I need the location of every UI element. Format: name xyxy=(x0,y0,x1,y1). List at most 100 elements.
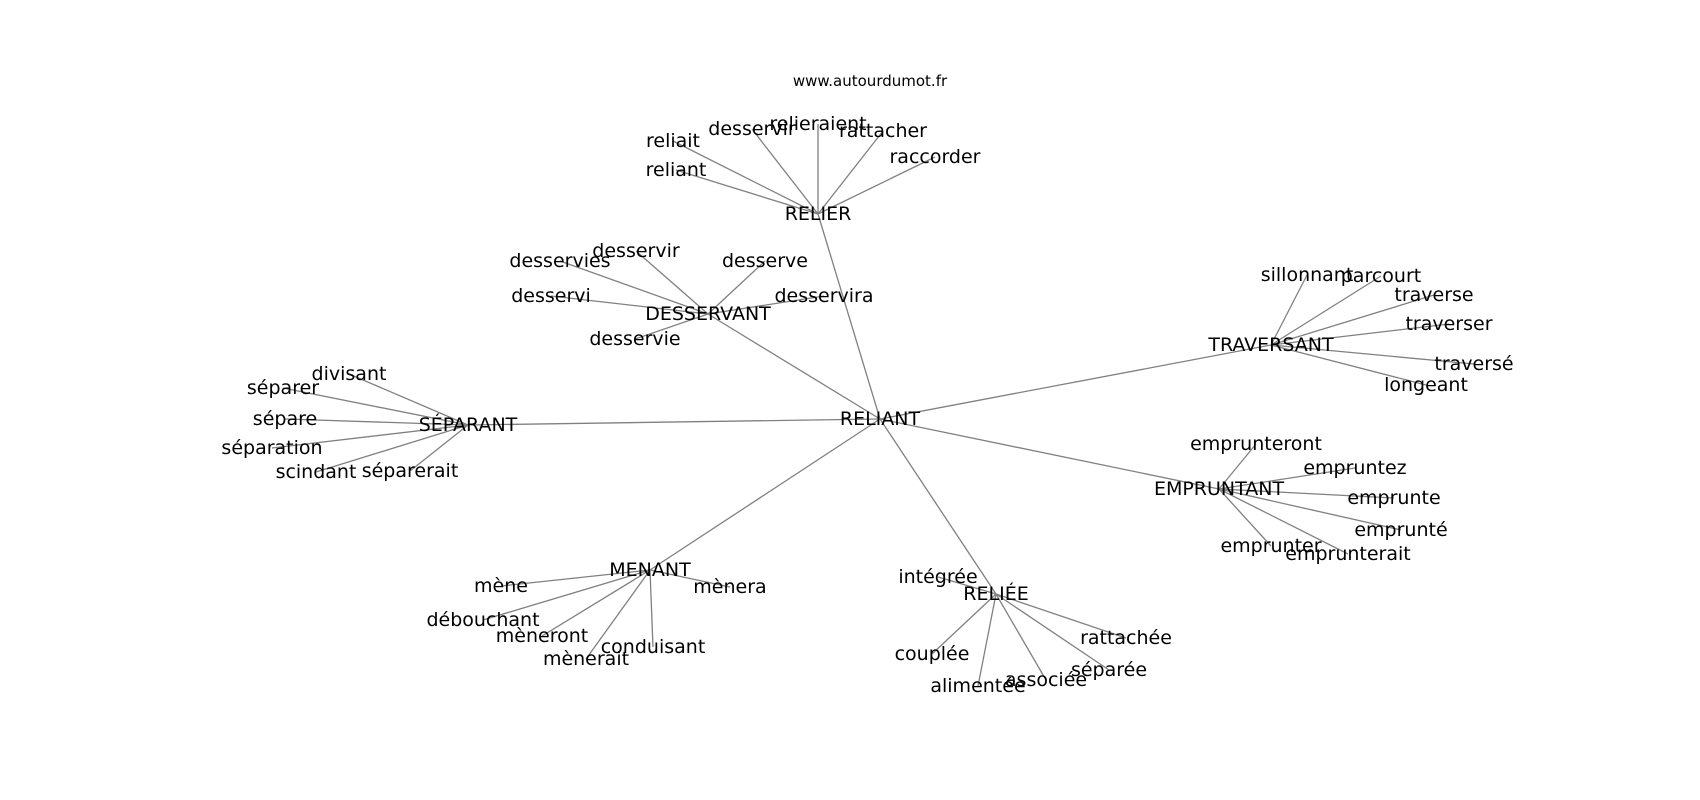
edge-hub-word xyxy=(1270,323,1450,346)
leaf-word-node[interactable]: conduisant xyxy=(601,636,706,658)
leaf-word-node[interactable]: desservie xyxy=(589,328,680,350)
leaf-word-node[interactable]: longeant xyxy=(1384,374,1468,396)
leaf-word-node[interactable]: séparation xyxy=(221,437,322,459)
leaf-word-node[interactable]: sillonnant xyxy=(1261,264,1354,286)
leaf-word-node[interactable]: emprunter xyxy=(1220,535,1321,557)
edges xyxy=(271,124,1475,687)
edge-hub-word xyxy=(1270,344,1475,365)
edge-center-hub xyxy=(879,344,1272,420)
hub-word-node[interactable]: RELIÉE xyxy=(963,582,1028,605)
hub-word-node[interactable]: EMPRUNTANT xyxy=(1154,478,1285,500)
edge-hub-word xyxy=(1218,488,1349,555)
edge-hub-word xyxy=(707,295,825,315)
edge-hub-word xyxy=(931,593,997,655)
leaf-word-node[interactable]: mène xyxy=(474,575,528,597)
edge-hub-word xyxy=(817,156,936,215)
edge-hub-word xyxy=(995,593,1127,639)
leaf-word-node[interactable]: parcourt xyxy=(1341,265,1421,287)
edge-hub-word xyxy=(482,569,651,621)
edge-hub-word xyxy=(672,140,819,215)
hub-word-node[interactable]: RELIER xyxy=(785,203,852,225)
edge-hub-word xyxy=(751,128,819,215)
edge-hub-word xyxy=(635,250,709,315)
leaf-word-node[interactable]: scindant xyxy=(276,461,357,483)
edge-hub-word xyxy=(1270,274,1308,346)
leaf-word-node[interactable]: desservir xyxy=(592,240,680,262)
leaf-word-node[interactable]: mènerait xyxy=(543,648,629,670)
edge-hub-word xyxy=(649,569,654,648)
edge-hub-word xyxy=(1218,443,1257,490)
leaf-word-node[interactable]: empruntez xyxy=(1303,457,1406,479)
center-word-node[interactable]: RELIANT xyxy=(840,408,921,430)
leaf-word-node[interactable]: reliant xyxy=(646,159,707,181)
leaf-word-node[interactable]: traverse xyxy=(1394,284,1473,306)
leaf-word-node[interactable]: desservi xyxy=(511,285,591,307)
leaf-word-node[interactable]: desservira xyxy=(774,285,873,307)
leaf-word-node[interactable]: desserve xyxy=(722,250,808,272)
edge-hub-word xyxy=(541,569,651,637)
edge-hub-word xyxy=(1218,467,1356,490)
source-label: www.autourdumot.fr xyxy=(792,72,948,90)
hub-word-node[interactable]: MENANT xyxy=(609,559,691,581)
leaf-word-node[interactable]: emprunteront xyxy=(1190,433,1322,455)
leaf-word-node[interactable]: intégrée xyxy=(898,566,977,588)
edge-hub-word xyxy=(550,295,709,315)
edge-hub-word xyxy=(585,569,651,660)
edge-hub-word xyxy=(1218,488,1395,499)
edge-hub-word xyxy=(649,569,731,588)
leaf-word-node[interactable]: traverser xyxy=(1405,313,1492,335)
edge-hub-word xyxy=(1218,488,1272,547)
leaf-word-node[interactable]: emprunte xyxy=(1347,487,1440,509)
leaf-word-node[interactable]: séparerait xyxy=(362,460,459,482)
edge-hub-word xyxy=(1270,344,1427,386)
leaf-word-node[interactable]: desservir xyxy=(708,118,796,140)
edge-hub-word xyxy=(995,593,1110,671)
edge-hub-word xyxy=(634,313,709,340)
edge-hub-word xyxy=(817,130,884,215)
leaf-word-node[interactable]: débouchant xyxy=(426,609,539,631)
leaf-word-node[interactable]: mènera xyxy=(693,576,766,598)
edge-center-hub xyxy=(817,213,881,420)
leaf-word-node[interactable]: emprunté xyxy=(1354,519,1447,541)
leaf-word-node[interactable]: associée xyxy=(1005,669,1087,691)
edge-hub-word xyxy=(1270,294,1435,346)
leaf-word-node[interactable]: rattachée xyxy=(1080,627,1172,649)
leaf-word-node[interactable]: alimentée xyxy=(930,675,1025,697)
hub-word-node[interactable]: TRAVERSANT xyxy=(1207,334,1334,356)
edge-center-hub xyxy=(467,418,881,426)
edge-hub-word xyxy=(707,260,766,315)
hub-word-node[interactable]: SÉPARANT xyxy=(419,413,518,436)
edge-hub-word xyxy=(937,576,997,595)
leaf-word-node[interactable]: desservies xyxy=(509,250,610,272)
edge-hub-word xyxy=(348,373,469,426)
edge-hub-word xyxy=(995,593,1047,681)
leaf-word-node[interactable]: séparée xyxy=(1071,659,1147,681)
edge-hub-word xyxy=(409,424,469,472)
edge-hub-word xyxy=(1218,488,1402,531)
edge-hub-word xyxy=(675,169,819,215)
leaf-word-node[interactable]: traversé xyxy=(1434,353,1513,375)
edge-center-hub xyxy=(879,418,997,595)
edge-hub-word xyxy=(284,418,469,426)
leaf-word-node[interactable]: rattacher xyxy=(839,120,927,142)
edge-hub-word xyxy=(559,260,709,315)
leaf-word-node[interactable]: relieraient xyxy=(769,113,866,135)
edge-hub-word xyxy=(1270,275,1382,346)
leaf-word-node[interactable]: emprunterait xyxy=(1285,543,1410,565)
edge-hub-word xyxy=(500,569,651,587)
leaf-word-node[interactable]: reliait xyxy=(646,130,700,152)
edge-center-hub xyxy=(649,418,881,571)
leaf-word-node[interactable]: mèneront xyxy=(496,625,588,647)
leaf-word-node[interactable]: séparer xyxy=(247,377,319,399)
leaf-word-node[interactable]: raccorder xyxy=(889,146,980,168)
edge-hub-word xyxy=(271,424,469,449)
labels: RELIANTRELIERreliaitdesservirrelieraient… xyxy=(221,113,1513,697)
edge-hub-word xyxy=(282,387,469,426)
edge-center-hub xyxy=(707,313,881,420)
leaf-word-node[interactable]: couplée xyxy=(895,643,970,665)
edge-hub-word xyxy=(315,424,469,473)
hub-word-node[interactable]: DESSERVANT xyxy=(645,303,771,325)
leaf-word-node[interactable]: sépare xyxy=(253,408,317,430)
leaf-word-node[interactable]: divisant xyxy=(312,363,387,385)
